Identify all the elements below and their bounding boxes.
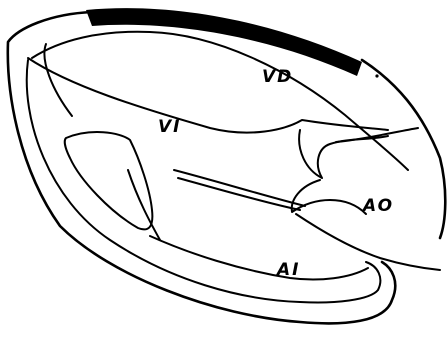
label-ai: AI xyxy=(275,260,300,280)
label-vd: VD xyxy=(262,67,293,87)
left-ventricle-contour xyxy=(27,60,381,303)
aortic-valve-lower xyxy=(292,180,366,214)
papillary-muscle xyxy=(65,132,153,229)
aorta-upper-wall xyxy=(336,128,418,142)
inner-wall-contour xyxy=(32,32,408,170)
septum-lower-line xyxy=(174,170,305,206)
marker-dot xyxy=(375,74,378,77)
label-ao: AO xyxy=(361,196,394,216)
septum-lower-line-2 xyxy=(178,178,300,210)
septum-upper-line xyxy=(28,58,388,133)
aorta-lower-wall xyxy=(296,214,440,270)
left-atrium-contour xyxy=(150,236,368,280)
anterior-wall-band xyxy=(86,8,362,76)
label-vi: VI xyxy=(158,117,181,137)
